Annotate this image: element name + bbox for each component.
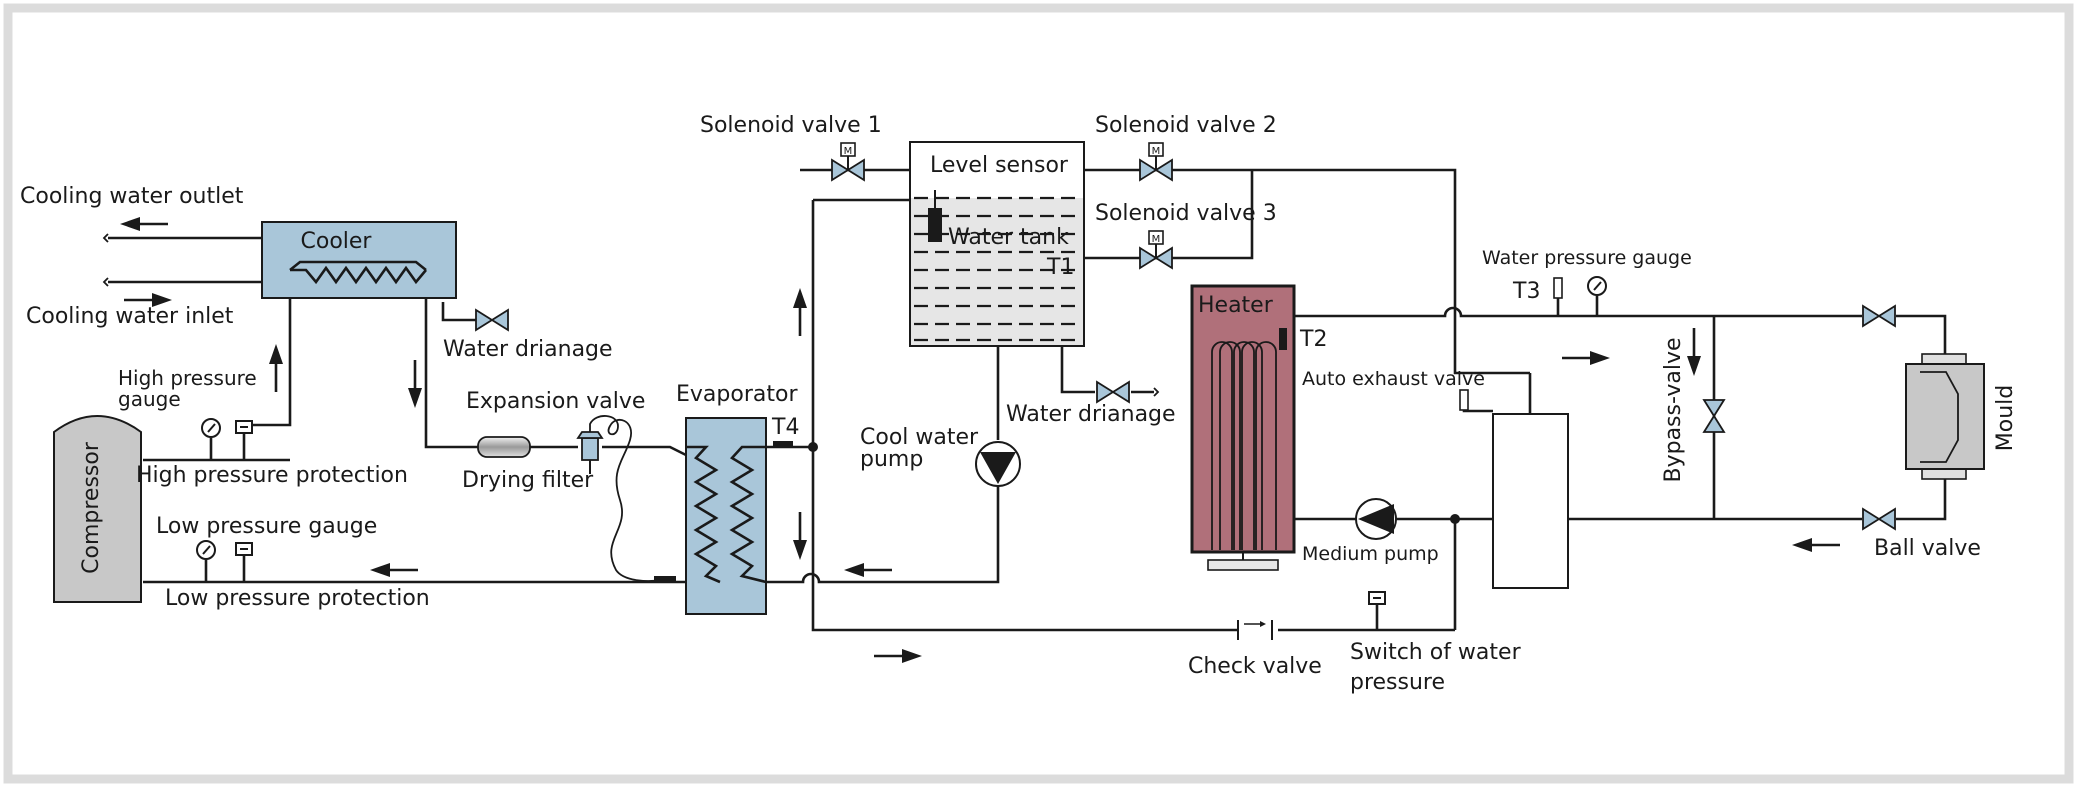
ball-valve-label: Ball valve [1874, 536, 1981, 561]
solenoid-valve-3-label: Solenoid valve 3 [1095, 201, 1277, 226]
cooling-water-inlet-label: Cooling water inlet [26, 304, 234, 329]
cool-water-pump-label-2: pump [860, 447, 923, 472]
low-pressure-gauge-label: Low pressure gauge [156, 514, 377, 539]
medium-pump[interactable] [1355, 498, 1397, 540]
bypass-valve[interactable] [1702, 399, 1726, 433]
evaporator-label: Evaporator [676, 382, 798, 407]
valve-1-marker: M [844, 146, 853, 157]
t3-label: T3 [1512, 279, 1540, 304]
low-pressure-protection-label: Low pressure protection [165, 586, 430, 611]
solenoid-valve-2-label: Solenoid valve 2 [1095, 113, 1277, 138]
junction-dot [808, 442, 818, 452]
water-tank [909, 141, 1085, 347]
t1-label: T1 [1046, 255, 1074, 280]
t4-sensor-icon [773, 441, 793, 448]
solenoid-valve-1[interactable]: M [831, 142, 865, 181]
solenoid-valve-2[interactable]: M [1139, 142, 1173, 181]
compressor: Compressor [53, 415, 142, 603]
heater-label: Heater [1198, 293, 1274, 318]
bypass-valve-label: Bypass-valve [1661, 338, 1686, 483]
expansion-valve-label: Expansion valve [466, 389, 645, 414]
water-pressure-switch-icon [1368, 591, 1386, 605]
solenoid-valve-3[interactable]: M [1139, 230, 1173, 269]
check-valve-label: Check valve [1188, 654, 1322, 679]
medium-pump-label: Medium pump [1302, 543, 1439, 565]
auto-exhaust-valve-label: Auto exhaust valve [1302, 368, 1485, 390]
level-sensor-label: Level sensor [930, 153, 1069, 178]
switch-of-water-pressure-label-2: pressure [1350, 670, 1445, 695]
outlet-end-icon [102, 233, 109, 243]
cooler-label: Cooler [301, 229, 373, 254]
inlet-end-icon [102, 277, 109, 287]
buffer-tank [1492, 413, 1569, 589]
high-pressure-gauge-label-1: High pressure [118, 366, 257, 390]
evaporator [654, 417, 767, 615]
drying-filter-label: Drying filter [462, 468, 594, 493]
diagram-frame [3, 3, 2074, 784]
valve-3-marker: M [1152, 234, 1161, 245]
cool-water-pump-label-1: Cool water [860, 425, 979, 450]
high-pressure-gauge-icon [201, 418, 221, 438]
water-tank-label: Water tank [948, 225, 1069, 250]
water-drainage-right-label: Water drianage [1006, 402, 1176, 427]
low-pressure-switch-icon [235, 542, 253, 556]
t3-sensor-icon [1553, 277, 1563, 299]
switch-of-water-pressure-label-1: Switch of water [1350, 640, 1522, 665]
cool-water-pump[interactable] [975, 441, 1021, 487]
high-pressure-protection-label: High pressure protection [136, 463, 408, 488]
expansion-valve[interactable] [576, 415, 661, 582]
auto-exhaust-valve-icon [1459, 389, 1469, 411]
medium-junction-dot [1450, 514, 1460, 524]
check-valve[interactable] [1237, 620, 1278, 640]
heater [1190, 284, 1296, 571]
tank-drain-end-icon [1153, 387, 1160, 397]
high-pressure-switch-icon [235, 420, 253, 434]
water-pressure-gauge-label: Water pressure gauge [1482, 247, 1692, 269]
t2-label: T2 [1299, 327, 1327, 352]
high-pressure-gauge-label-2: gauge [118, 387, 181, 411]
mould-label: Mould [1993, 385, 2018, 451]
piping [108, 168, 1947, 632]
compressor-label: Compressor [79, 441, 104, 574]
valve-2-marker: M [1152, 146, 1161, 157]
cooling-water-outlet-label: Cooling water outlet [20, 184, 244, 209]
t4-label: T4 [771, 415, 799, 440]
solenoid-valve-1-label: Solenoid valve 1 [700, 113, 882, 138]
drying-filter [477, 436, 531, 458]
cooler: Cooler [261, 221, 457, 299]
water-pressure-gauge-icon [1587, 276, 1607, 296]
low-pressure-gauge-icon [196, 540, 216, 560]
mould [1905, 353, 1985, 480]
water-drainage-left-label: Water drianage [443, 337, 613, 362]
